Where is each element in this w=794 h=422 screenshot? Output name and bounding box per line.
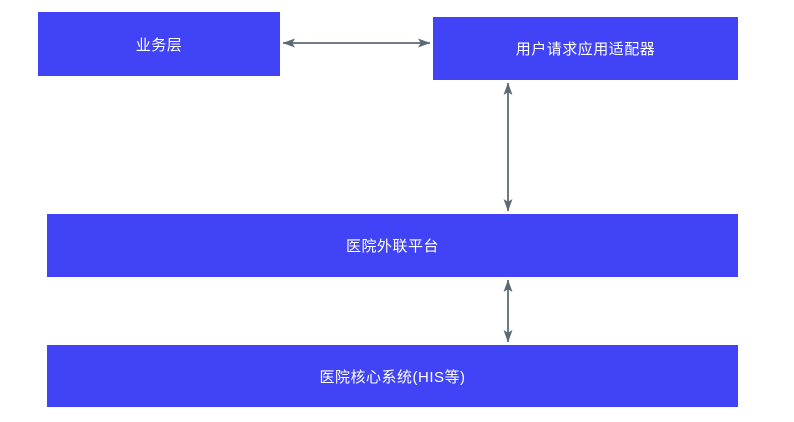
node-hospital-external-platform-label: 医院外联平台 bbox=[345, 238, 439, 255]
node-business-layer: 业务层 bbox=[38, 12, 280, 76]
node-hospital-external-platform: 医院外联平台 bbox=[47, 214, 738, 277]
node-hospital-core-system-label: 医院核心系统(HIS等) bbox=[319, 368, 466, 386]
node-user-request-adapter-label: 用户请求应用适配器 bbox=[515, 41, 656, 58]
node-user-request-adapter: 用户请求应用适配器 bbox=[433, 17, 738, 80]
node-business-layer-label: 业务层 bbox=[135, 36, 183, 54]
node-hospital-core-system: 医院核心系统(HIS等) bbox=[47, 345, 738, 407]
